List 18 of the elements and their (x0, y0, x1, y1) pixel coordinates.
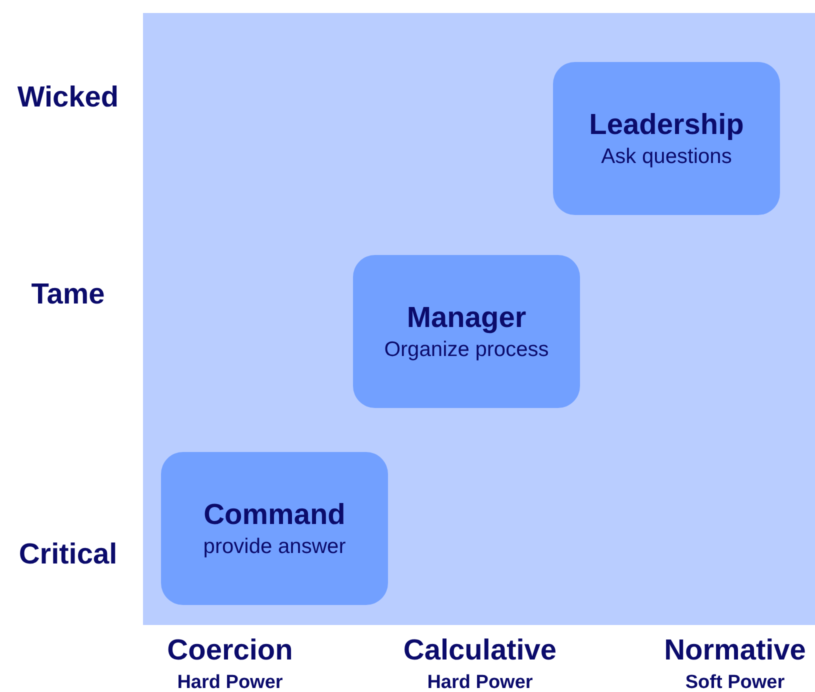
axis-label: Calculative (403, 633, 557, 668)
role-title: Command (204, 498, 346, 534)
axis-label: Normative (664, 633, 806, 668)
axis-label: Critical (18, 537, 118, 572)
role-description: Ask questions (601, 144, 732, 170)
axis-sublabel: Soft Power (685, 670, 785, 692)
axis-sublabel: Hard Power (177, 670, 283, 692)
role-title: Manager (406, 301, 526, 336)
axis-sublabel: Hard Power (427, 670, 533, 692)
axis-label: Tame (31, 277, 105, 312)
role-description: Organize process (384, 336, 549, 362)
axis-label: Wicked (17, 80, 119, 116)
role-box (161, 452, 388, 605)
role-box (353, 255, 580, 408)
axis-label: Coercion (167, 633, 293, 668)
role-box (553, 62, 780, 215)
role-title: Leadership (589, 108, 744, 144)
role-description: provide answer (203, 534, 346, 560)
